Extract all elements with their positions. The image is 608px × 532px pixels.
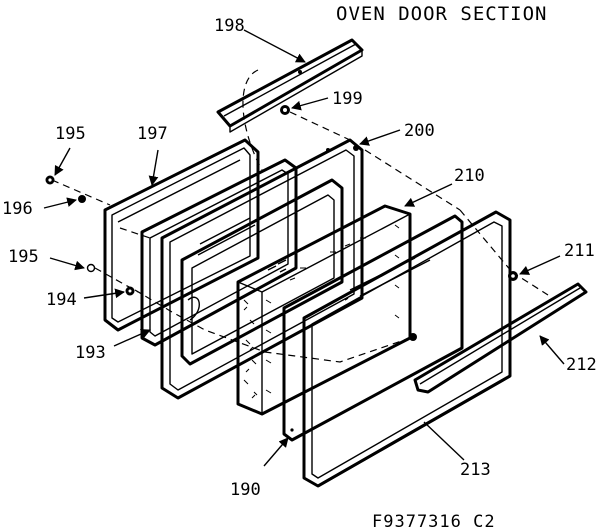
part-inner-liner-197 (103, 138, 260, 332)
diagram-title: OVEN DOOR SECTION (336, 3, 547, 25)
label-195-top: 195 (55, 124, 86, 144)
part-outer-panel-213 (302, 210, 512, 488)
part-number-labels: 198 199 200 197 195 196 195 194 193 210 … (2, 16, 597, 500)
part-door-frame-200 (160, 138, 364, 400)
label-210: 210 (454, 166, 485, 186)
screw-199 (280, 105, 290, 115)
fastener-194 (125, 286, 135, 296)
label-200: 200 (404, 121, 435, 141)
drawing-code: F9377316 C2 (372, 512, 496, 532)
label-197: 197 (137, 124, 168, 144)
part-top-trim-198 (216, 38, 364, 133)
fastener-center (409, 333, 417, 341)
fastener-211 (508, 271, 518, 281)
part-glass-panel-190 (282, 214, 464, 442)
label-213: 213 (460, 460, 491, 480)
label-211: 211 (564, 241, 595, 261)
label-196: 196 (2, 199, 33, 219)
label-198: 198 (214, 16, 245, 36)
leader-lines (43, 29, 565, 467)
part-insulation-210 (236, 204, 412, 416)
part-handle-212 (413, 282, 588, 394)
label-212: 212 (566, 355, 597, 375)
washer-196 (78, 195, 86, 203)
fastener-195-lower (86, 263, 96, 273)
label-195-lower: 195 (8, 247, 39, 267)
label-193: 193 (75, 343, 106, 363)
fastener-195-top (45, 175, 55, 185)
label-194: 194 (46, 290, 77, 310)
label-190: 190 (230, 480, 261, 500)
label-199: 199 (332, 89, 363, 109)
